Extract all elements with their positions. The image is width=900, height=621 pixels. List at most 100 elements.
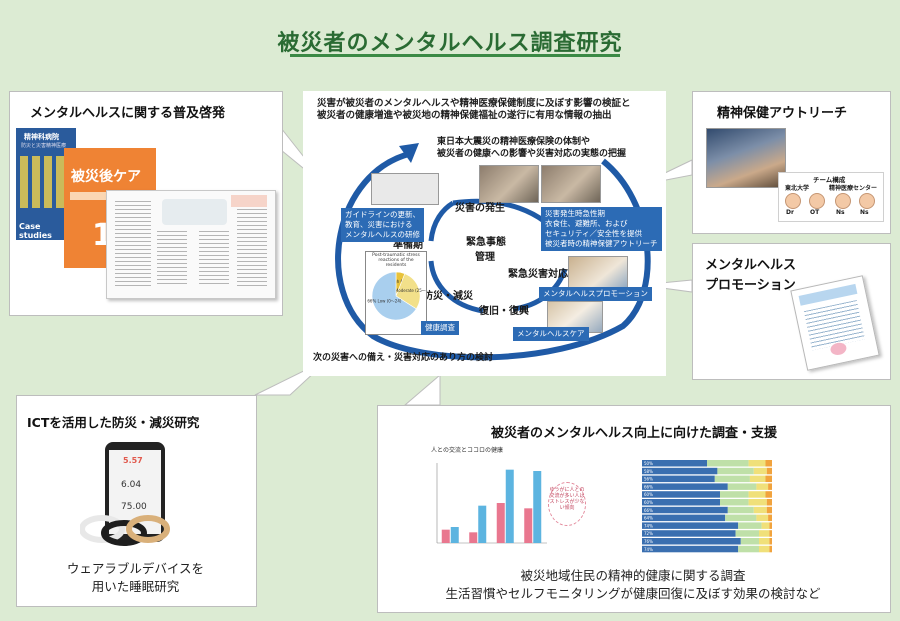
stacked-segment — [738, 522, 762, 529]
role-ns: Ns — [836, 209, 845, 216]
stacked-segment — [748, 460, 766, 467]
stage-emergency-line2: 管理 — [475, 252, 495, 263]
avatar — [809, 193, 825, 209]
stacked-segment — [749, 475, 766, 483]
stacked-segment — [720, 499, 749, 506]
stacked-segment — [759, 545, 770, 553]
stacked-segment — [769, 530, 772, 537]
care-tag-text: メンタルヘルスケア — [517, 329, 585, 338]
stacked-segment — [768, 483, 772, 490]
stacked-segment — [642, 491, 720, 498]
promotion-title-line2: プロモーション — [705, 278, 796, 293]
stacked-segment — [761, 522, 770, 529]
survey-tag-text: 健康調査 — [425, 323, 455, 332]
page-illustration — [162, 199, 227, 225]
pie-slice — [371, 271, 417, 321]
stacked-segment — [642, 522, 739, 529]
support-caption-line1: 被災地域住民の精神的健康に関する調査 — [520, 568, 746, 583]
support-panel: 被災者のメンタルヘルス向上に向けた調査・支援 — [377, 405, 891, 613]
role-dr: Dr — [786, 209, 794, 216]
segment-label: 74% — [644, 523, 653, 528]
stacked-segment — [642, 483, 728, 490]
segment-label: 66% — [644, 484, 653, 489]
guideline-tag-text: ガイドラインの更新、 教育、災害における メンタルヘルスの研修 — [345, 210, 420, 239]
stage-recovery: 復旧・復興 — [479, 306, 529, 317]
pie-label: 66% Low (0～24) — [367, 298, 402, 303]
bar — [533, 471, 542, 543]
support-title: 被災者のメンタルヘルス向上に向けた調査・支援 — [490, 426, 777, 441]
screen-val3: 75.00 — [121, 502, 147, 512]
bar — [441, 529, 450, 543]
stress-pie-chart: High 6% 26% Moderate (25～44) 66% Low (0～24… — [367, 271, 426, 321]
stacked-segment — [727, 506, 754, 514]
center-head-line2: 被災者の健康増進や被災地の精神保健福祉の遂行に有用な情報の抽出 — [317, 110, 612, 121]
promotion-title-line1: メンタルヘルス — [705, 258, 797, 273]
bar — [496, 503, 505, 543]
stage-mitigation: 防災・減災 — [423, 291, 473, 302]
stage-response: 緊急災害対応 — [508, 269, 568, 280]
pointer-support — [403, 373, 441, 406]
pie-card: Post-traumatic stress reactions of the r… — [365, 251, 427, 335]
ict-caption-line1: ウェアラブルデバイスを — [66, 561, 205, 576]
stacked-segment — [769, 545, 772, 553]
stacked-segment — [642, 506, 728, 514]
stacked-segment — [642, 467, 718, 475]
stacked-segment — [765, 475, 772, 483]
stacked-segment — [738, 545, 759, 553]
disaster-photo-1 — [479, 165, 539, 203]
page-text-col — [157, 231, 187, 286]
role-ot: OT — [810, 209, 820, 216]
stacked-segment — [642, 530, 736, 537]
pie-slice — [395, 273, 421, 310]
ict-title: ICTを活用した防災・減災研究 — [27, 415, 200, 430]
team-label: チーム構成 — [813, 176, 846, 184]
pie-title: Post-traumatic stress reactions of the r… — [372, 253, 420, 268]
survey-tag: 健康調査 — [421, 321, 459, 335]
care-tag: メンタルヘルスケア — [513, 327, 589, 341]
title-underline — [290, 54, 620, 57]
stacked-segment — [769, 538, 772, 545]
stacked-segment — [766, 467, 772, 475]
stacked-distribution-chart: 50%58%56%66%60%60%66%64%74%72%76%74% — [642, 460, 772, 553]
stage-preparation: 準備期 — [393, 240, 423, 251]
booklet-blue-sub: 防災と災害精神医療 — [21, 143, 67, 149]
segment-label: 72% — [644, 531, 653, 536]
bar — [505, 469, 514, 543]
avatar — [859, 193, 875, 209]
stacked-segment — [707, 460, 749, 467]
interaction-health-chart: 人との交流とココロの健康 — [431, 446, 547, 544]
booklet-blue-case: Case studies — [19, 222, 52, 240]
stacked-segment — [753, 467, 767, 475]
stacked-segment — [642, 514, 726, 522]
pie-label: High 6% — [390, 279, 407, 284]
segment-label: 76% — [644, 539, 653, 544]
guideline-tag: ガイドラインの更新、 教育、災害における メンタルヘルスの研修 — [341, 208, 424, 242]
chart-note: ゆうがに人との交流が多い人はストレスが少ない傾向 — [548, 482, 586, 526]
stacked-segment — [727, 483, 757, 490]
bar — [478, 505, 487, 543]
center-head-line1: 災害が被災者のメンタルヘルスや精神医療保健制度に及ぼす影響の検証と — [317, 98, 631, 109]
stacked-segment — [642, 460, 707, 467]
promotion-tag-text: メンタルヘルスプロモーション — [543, 289, 648, 298]
stacked-segment — [748, 499, 767, 506]
stacked-segment — [766, 506, 772, 514]
role-ns: Ns — [860, 209, 869, 216]
ict-caption-line2: 用いた睡眠研究 — [91, 579, 180, 594]
booklet-blue-title: 精神科病院 — [24, 133, 59, 141]
stacked-segment — [642, 475, 715, 483]
bar — [450, 527, 459, 543]
disaster-cycle-figure: 災害が被災者のメンタルヘルスや精神医療保健制度に及ぼす影響の検証と 被災者の健康… — [303, 91, 666, 376]
bar — [524, 508, 533, 543]
outreach-photo — [706, 128, 786, 188]
stacked-segment — [714, 475, 750, 483]
segment-label: 74% — [644, 547, 653, 552]
center-bottom-line: 次の災害への備え・災害対応のあり方の検討 — [313, 353, 494, 363]
segment-label: 50% — [644, 461, 653, 466]
stacked-segment — [717, 467, 754, 475]
stacked-segment — [748, 491, 766, 498]
pie-label: 26% Moderate (25～44) — [385, 288, 426, 293]
booklet-orange-title: 被災後ケア — [71, 169, 141, 185]
page-title: 被災者のメンタルヘルス調査研究 — [277, 31, 623, 56]
stacked-segment — [642, 499, 720, 506]
stacked-segment — [642, 545, 739, 553]
